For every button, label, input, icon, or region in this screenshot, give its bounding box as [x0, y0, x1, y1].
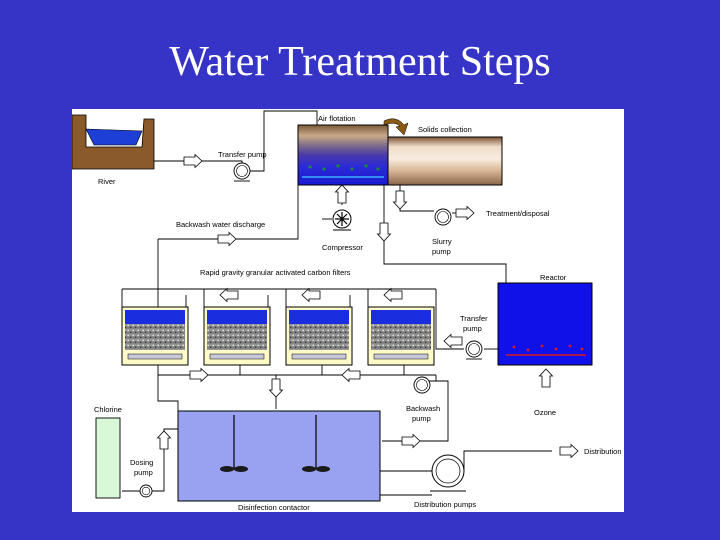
- solids-collection-tank: [387, 136, 503, 186]
- flow-arrow-backwash: [401, 434, 421, 448]
- transfer-pump-top-label: Transfer pump: [218, 150, 267, 159]
- flow-arrow-to-contactor: [269, 378, 283, 398]
- disinfection-contactor-tank: [177, 410, 381, 502]
- disinfection-contactor-label: Disinfection contactor: [238, 503, 310, 512]
- flow-arrow-filter-top-2: [301, 288, 321, 302]
- flow-arrow-compressor: [335, 184, 349, 204]
- slurry-pump-label-1: Slurry: [432, 237, 452, 246]
- reactor-label: Reactor: [540, 273, 567, 282]
- transfer-pump-right: [465, 340, 483, 360]
- carbon-filter-bank: [121, 306, 435, 366]
- transfer-pump-right-label-2: pump: [463, 324, 482, 333]
- slide-title: Water Treatment Steps: [169, 39, 551, 85]
- carbon-filters-label: Rapid gravity granular activated carbon …: [200, 268, 351, 277]
- flow-arrow-filter-top-3: [383, 288, 403, 302]
- backwash-discharge-label: Backwash water discharge: [176, 220, 265, 229]
- reactor-tank: [497, 282, 593, 366]
- flow-arrow-slurry: [393, 190, 407, 210]
- flow-arrow-ozone: [539, 368, 553, 388]
- slurry-pump: [434, 208, 452, 226]
- flow-arrow-backwash-discharge: [217, 232, 237, 246]
- flow-arrow-river: [183, 154, 203, 168]
- flow-arrow-filter-bottom-2: [341, 368, 361, 382]
- process-diagram-svg: River: [72, 110, 622, 512]
- flow-arrow-distribution: [559, 444, 579, 458]
- ozone-label: Ozone: [534, 408, 556, 417]
- distribution-pumps-label: Distribution pumps: [414, 500, 476, 509]
- carbon-filter-4: [367, 306, 435, 366]
- transfer-pump-top: [233, 162, 251, 182]
- dosing-pump-label-1: Dosing: [130, 458, 153, 467]
- slurry-pump-label-2: pump: [432, 247, 451, 256]
- solids-collection-label: Solids collection: [418, 125, 472, 134]
- flow-arrow-dosing: [157, 430, 171, 450]
- carbon-filter-2: [203, 306, 271, 366]
- chlorine-tank: [95, 417, 121, 499]
- pipes: [121, 110, 552, 496]
- backwash-pump-label-2: pump: [412, 414, 431, 423]
- distribution-label: Distribution: [584, 447, 622, 456]
- river-label: River: [98, 177, 116, 186]
- air-flotation-label: Air flotation: [318, 114, 356, 123]
- flow-arrow-to-reactor: [377, 222, 391, 242]
- river-basin: [72, 114, 155, 170]
- process-diagram: River: [72, 109, 624, 512]
- solids-transfer-arrow: [383, 118, 409, 136]
- air-flotation-tank: [297, 124, 389, 186]
- dosing-pump-label-2: pump: [134, 468, 153, 477]
- flow-arrow-filter-top-1: [219, 288, 239, 302]
- carbon-filter-1: [121, 306, 189, 366]
- compressor: [322, 209, 352, 231]
- chlorine-label: Chlorine: [94, 405, 122, 414]
- backwash-pump: [413, 376, 431, 394]
- flow-arrow-disposal: [455, 206, 475, 220]
- flow-arrow-transfer-right: [443, 334, 463, 348]
- treatment-disposal-label: Treatment/disposal: [486, 209, 550, 218]
- flow-arrow-filter-bottom-1: [189, 368, 209, 382]
- dosing-pump: [139, 484, 153, 498]
- distribution-pump: [430, 454, 466, 492]
- transfer-pump-right-label-1: Transfer: [460, 314, 488, 323]
- carbon-filter-3: [285, 306, 353, 366]
- compressor-label: Compressor: [322, 243, 363, 252]
- backwash-pump-label-1: Backwash: [406, 404, 440, 413]
